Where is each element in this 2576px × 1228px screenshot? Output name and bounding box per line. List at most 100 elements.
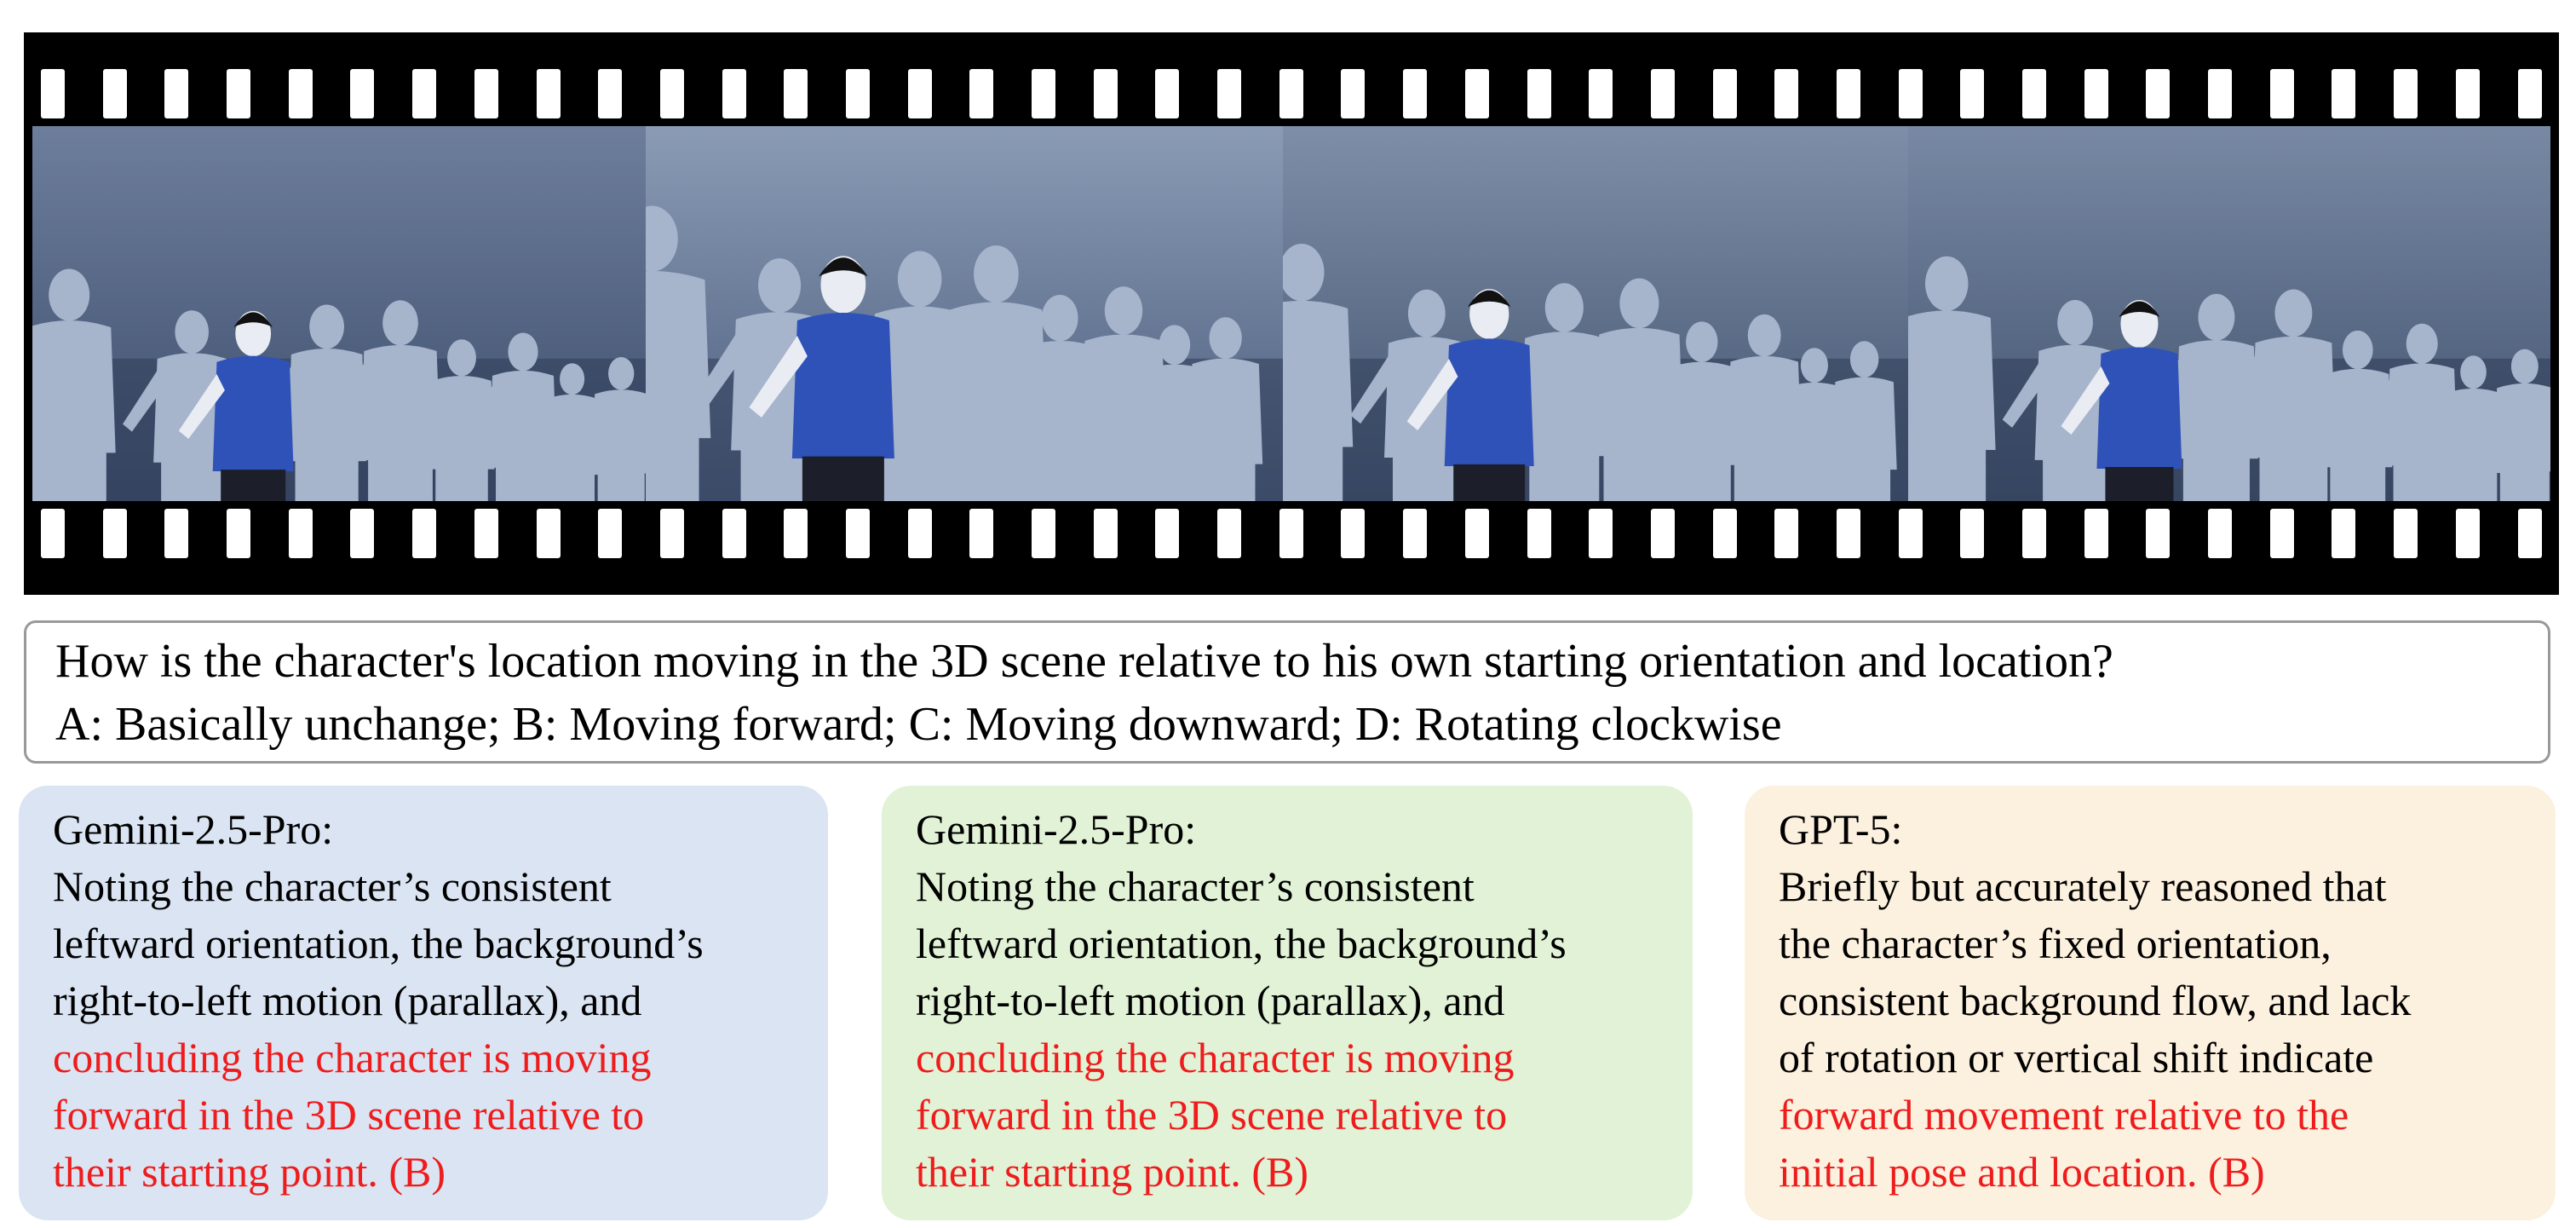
sprocket-hole xyxy=(2208,69,2233,118)
sprocket-hole xyxy=(412,69,437,118)
sprocket-hole xyxy=(2146,69,2171,118)
question-text: How is the character's location moving i… xyxy=(55,635,2113,688)
sprocket-hole xyxy=(2455,509,2480,558)
sprocket-hole xyxy=(722,69,746,118)
sprocket-hole xyxy=(784,509,808,558)
crowd-figure xyxy=(2217,289,2337,501)
sprocket-hole xyxy=(412,509,437,558)
sprocket-hole xyxy=(2084,69,2108,118)
sprocket-hole xyxy=(598,69,623,118)
crowd-figure xyxy=(1283,243,1354,501)
conclusion-line: their starting point. (B) xyxy=(916,1148,1309,1196)
sprocket-hole xyxy=(1774,69,1799,118)
sprocket-hole xyxy=(1341,509,1366,558)
sprocket-hole xyxy=(1032,69,1055,118)
video-frame-3 xyxy=(1283,126,1908,501)
main-character xyxy=(749,256,894,501)
sprocket-hole xyxy=(102,509,127,558)
sprocket-hole xyxy=(1774,509,1799,558)
crowd-figure xyxy=(985,295,1101,501)
crowd-figure xyxy=(1806,341,1897,501)
video-frame-4 xyxy=(1908,126,2550,501)
sprocket-hole xyxy=(1093,509,1118,558)
reasoning-line: consistent background flow, and lack xyxy=(1779,977,2412,1024)
sprocket-hole xyxy=(1960,509,1985,558)
sprocket-hole xyxy=(350,509,375,558)
model-name: Gemini-2.5-Pro: xyxy=(916,805,1197,853)
sprocket-hole xyxy=(536,509,561,558)
sprocket-hole xyxy=(907,509,932,558)
reasoning-line: right-to-left motion (parallax), and xyxy=(916,977,1505,1024)
sprocket-hole xyxy=(474,69,498,118)
sprocket-hole xyxy=(2022,509,2046,558)
sprocket-hole xyxy=(722,509,746,558)
answer-card-3: GPT-5: Briefly but accurately reasoned t… xyxy=(1745,786,2556,1220)
sprocket-hole xyxy=(659,509,684,558)
sprocket-hole xyxy=(1898,509,1923,558)
sprocket-row-bottom xyxy=(41,508,2542,559)
sprocket-hole xyxy=(288,509,313,558)
model-name: GPT-5: xyxy=(1779,805,1903,853)
sprocket-hole xyxy=(41,509,65,558)
main-character xyxy=(178,310,294,501)
crowd-figure xyxy=(402,339,495,501)
sprocket-hole xyxy=(2208,509,2233,558)
sprocket-hole xyxy=(1341,69,1366,118)
sprocket-hole xyxy=(1403,509,1428,558)
sprocket-hole xyxy=(598,509,623,558)
sprocket-hole xyxy=(1898,69,1923,118)
answer-options: A: Basically unchange; B: Moving forward… xyxy=(55,698,1782,751)
answer-card-2: Gemini-2.5-Pro: Noting the character’s c… xyxy=(882,786,1693,1220)
question-box: How is the character's location moving i… xyxy=(24,620,2550,764)
sprocket-hole xyxy=(1093,69,1118,118)
sprocket-hole xyxy=(2084,509,2108,558)
sprocket-hole xyxy=(1155,509,1180,558)
reasoning-line: right-to-left motion (parallax), and xyxy=(53,977,642,1024)
sprocket-hole xyxy=(907,69,932,118)
sprocket-hole xyxy=(969,509,994,558)
sprocket-hole xyxy=(1712,509,1737,558)
sprocket-hole xyxy=(536,69,561,118)
sprocket-hole xyxy=(1589,509,1613,558)
sprocket-hole xyxy=(969,69,994,118)
sprocket-hole xyxy=(1464,69,1489,118)
sprocket-hole xyxy=(1650,69,1675,118)
conclusion-line: concluding the character is moving xyxy=(916,1034,1515,1081)
sprocket-row-top xyxy=(41,68,2542,119)
main-character xyxy=(1406,289,1534,501)
sprocket-hole xyxy=(227,509,251,558)
reasoning-line: Briefly but accurately reasoned that xyxy=(1779,862,2387,910)
crowd-figure xyxy=(2469,349,2550,501)
crowd-figure xyxy=(1636,321,1739,501)
sprocket-hole xyxy=(102,69,127,118)
sprocket-hole xyxy=(1836,69,1860,118)
sprocket-hole xyxy=(1836,509,1860,558)
sprocket-hole xyxy=(2146,509,2171,558)
sprocket-hole xyxy=(227,69,251,118)
sprocket-hole xyxy=(1527,69,1551,118)
sprocket-hole xyxy=(1712,69,1737,118)
sprocket-hole xyxy=(350,69,375,118)
sprocket-hole xyxy=(1403,69,1428,118)
main-character xyxy=(2061,300,2182,501)
crowd-figure xyxy=(1908,256,1996,501)
sprocket-hole xyxy=(1217,69,1242,118)
sprocket-hole xyxy=(2394,69,2418,118)
reasoning-line: Noting the character’s consistent xyxy=(53,862,612,910)
reasoning-line: leftward orientation, the background’s xyxy=(916,920,1567,967)
reasoning-line: Noting the character’s consistent xyxy=(916,862,1475,910)
crowd-figure xyxy=(1559,278,1684,501)
conclusion-line: forward in the 3D scene relative to xyxy=(53,1091,645,1139)
conclusion-line: initial pose and location. (B) xyxy=(1779,1148,2265,1196)
crowd-figure xyxy=(327,300,441,501)
reasoning-line: of rotation or vertical shift indicate xyxy=(1779,1034,2374,1081)
sprocket-hole xyxy=(1217,509,1242,558)
sprocket-hole xyxy=(164,509,189,558)
sprocket-hole xyxy=(2269,509,2294,558)
sprocket-hole xyxy=(845,509,870,558)
sprocket-hole xyxy=(2332,69,2356,118)
crowd-figure xyxy=(32,268,116,501)
film-strip xyxy=(24,32,2559,595)
sprocket-hole xyxy=(2394,509,2418,558)
sprocket-hole xyxy=(2332,509,2356,558)
